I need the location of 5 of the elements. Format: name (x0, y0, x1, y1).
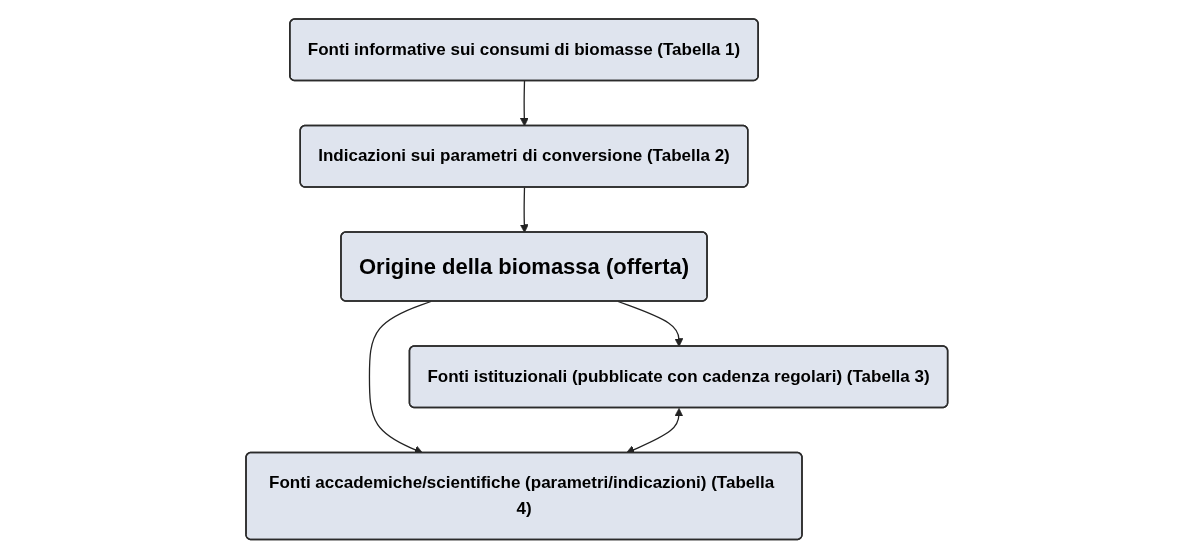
arrow (625, 407, 683, 454)
arrow (519, 186, 529, 233)
arrow (617, 300, 683, 347)
arrow (368, 300, 432, 454)
arrow (519, 80, 529, 127)
